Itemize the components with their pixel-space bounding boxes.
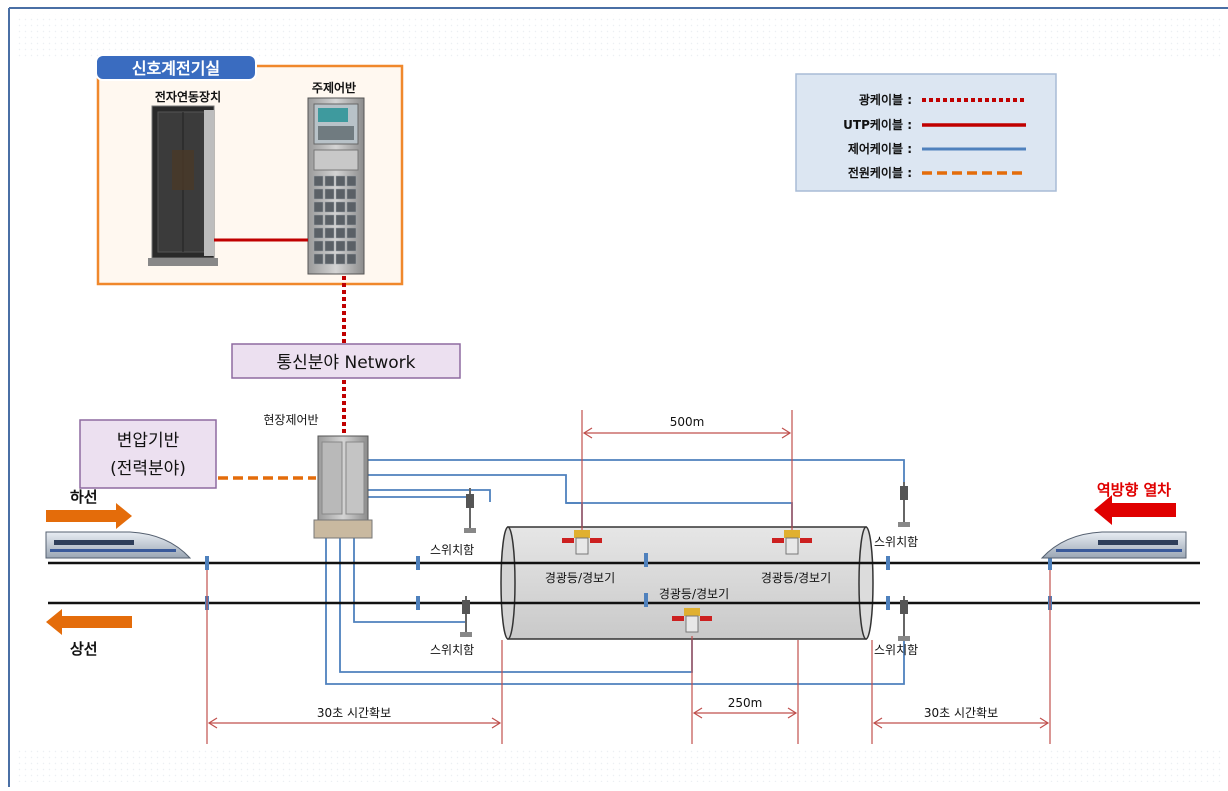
legend-utp-label: UTP케이블 : [843, 117, 912, 132]
interlocking-cabinet [148, 105, 218, 266]
legend-fiber-label: 광케이블 : [859, 92, 912, 107]
control-cables [325, 459, 905, 685]
control-cable-far-switch-down [366, 459, 905, 482]
up-line-arrow [46, 609, 132, 635]
interlocking-label: 전자연동장치 [155, 89, 221, 104]
warning-light-label-center: 경광등/경보기 [659, 587, 729, 601]
reverse-train [1040, 531, 1187, 559]
transformer-label-2: (전력분야) [110, 459, 186, 479]
signal-equipment-room: 신호계전기실 전자연동장치 주제어반 [95, 54, 404, 286]
down-line-arrow [46, 503, 132, 529]
room-title: 신호계전기실 [132, 59, 220, 78]
network-box: 통신분야 Network [231, 343, 461, 379]
reverse-train-arrow [1094, 495, 1176, 525]
up-line-label: 상선 [70, 640, 98, 658]
legend-control-label: 제어케이블 : [848, 141, 912, 156]
control-cable-near-switch-up [353, 538, 466, 623]
transformer-box: 변압기반 (전력분야) [79, 419, 217, 489]
warning-light-label-left: 경광등/경보기 [545, 571, 615, 585]
switch-box-label-near-up: 스위치함 [430, 643, 474, 657]
switch-box-far-down [898, 482, 910, 527]
field-control-panel: 현장제어반 [263, 413, 373, 539]
transformer-label-1: 변압기반 [117, 431, 180, 451]
switch-box-label-far-down: 스위치함 [874, 535, 918, 549]
warning-light-right [772, 530, 812, 555]
switch-box-far-up [898, 596, 910, 641]
switch-box-label-near-down: 스위치함 [430, 543, 474, 557]
main-panel-label: 주제어반 [312, 80, 356, 95]
distance-500m-label: 500m [670, 415, 705, 429]
down-line-train [45, 531, 192, 559]
main-control-panel [307, 97, 365, 275]
network-label: 통신분야 Network [277, 353, 416, 373]
time-margin-label-left: 30초 시간확보 [317, 706, 391, 720]
switch-box-near-up [460, 596, 472, 637]
control-cable-far-switch-up [325, 538, 905, 685]
time-margin-label-right: 30초 시간확보 [924, 706, 998, 720]
tunnel [500, 526, 874, 640]
dimension-lines [206, 410, 1051, 744]
legend-power-label: 전원케이블 : [848, 165, 912, 180]
down-line-label: 하선 [70, 488, 98, 506]
warning-light-left [562, 530, 602, 555]
reverse-train-label: 역방향 열차 [1097, 481, 1171, 499]
distance-250m-label: 250m [728, 696, 763, 710]
switch-box-near-down [464, 488, 476, 533]
warning-light-center [672, 608, 712, 633]
field-panel-label: 현장제어반 [263, 413, 318, 427]
warning-light-label-right: 경광등/경보기 [761, 571, 831, 585]
legend: 광케이블 : UTP케이블 : 제어케이블 : 전원케이블 : [795, 73, 1057, 192]
room-title-badge [95, 54, 257, 81]
switch-box-label-far-up: 스위치함 [874, 643, 918, 657]
